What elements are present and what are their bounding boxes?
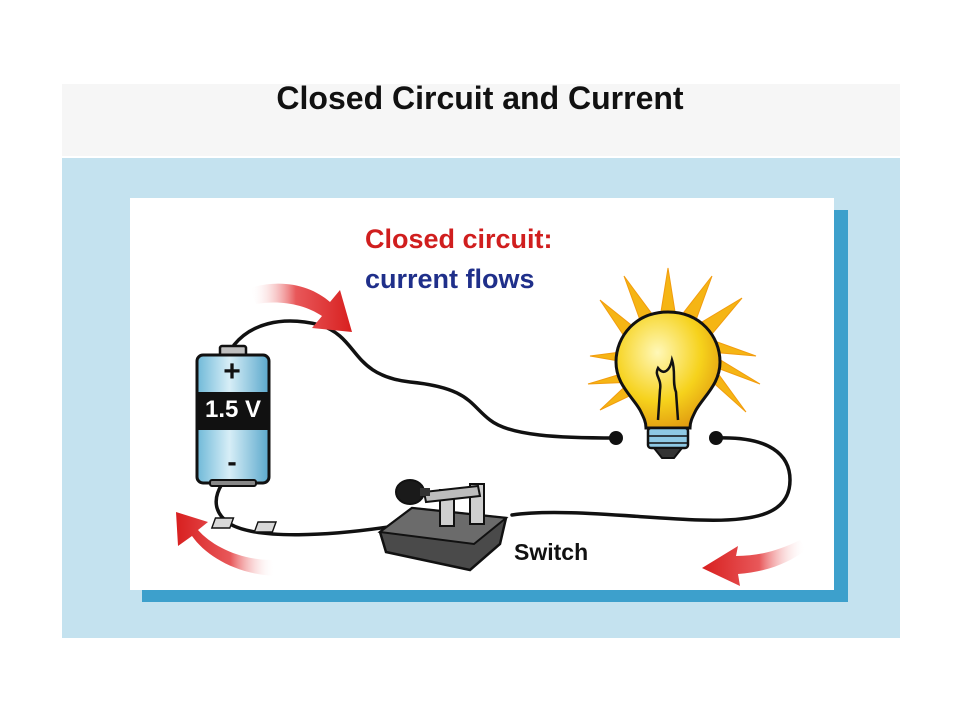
battery-voltage-label: 1.5 V	[204, 396, 262, 423]
light-bulb-icon	[614, 310, 722, 459]
battery-positive-terminal: +	[223, 355, 241, 388]
battery-icon	[195, 344, 271, 487]
wire-battery-to-bulb	[232, 319, 618, 440]
battery-negative-terminal: -	[227, 446, 237, 477]
wire-bulb-to-switch	[510, 436, 792, 522]
page-title: Closed Circuit and Current	[276, 80, 684, 116]
closed-circuit-caption: Closed circuit:	[365, 224, 553, 254]
bulb-terminal-left	[609, 431, 623, 445]
current-flows-caption: current flows	[365, 264, 535, 294]
knife-switch-icon	[210, 479, 509, 572]
bulb-terminal-right	[709, 431, 723, 445]
wire-switch-to-battery	[214, 482, 397, 537]
switch-label: Switch	[514, 539, 589, 565]
circuit-wires	[214, 319, 792, 537]
title-band	[62, 84, 900, 156]
current-arrow-icon	[176, 283, 806, 586]
